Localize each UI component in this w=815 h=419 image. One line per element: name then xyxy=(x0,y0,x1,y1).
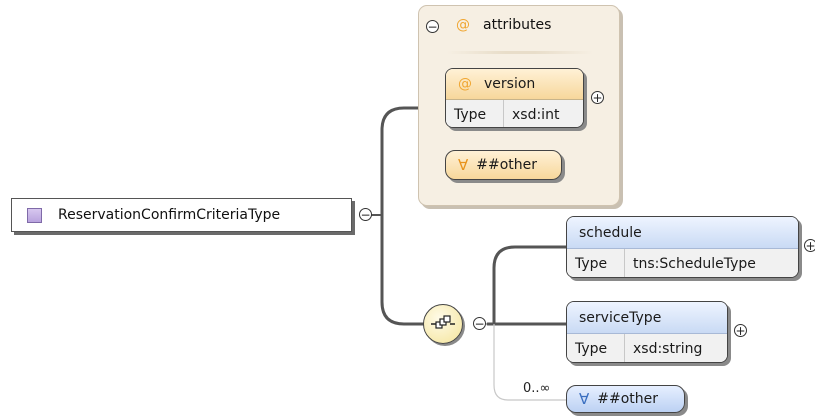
sequence-collapse-toggle[interactable]: − xyxy=(473,317,486,330)
element-schedule-header: schedule xyxy=(567,217,798,249)
attributes-title: attributes xyxy=(483,17,552,33)
element-schedule-name: schedule xyxy=(579,224,642,241)
attribute-version-expand-toggle[interactable]: + xyxy=(591,91,604,104)
element-servicetype-name: serviceType xyxy=(579,309,662,326)
plus-icon: + xyxy=(592,90,603,105)
attribute-version-name: version xyxy=(484,76,536,92)
any-attribute-label: ##other xyxy=(476,157,538,173)
element-servicetype-type-row: Type xsd:string xyxy=(567,334,727,362)
element-schedule-box[interactable]: schedule Type tns:ScheduleType xyxy=(566,216,799,278)
complex-type-icon xyxy=(27,207,42,223)
wildcard-icon: ∀ xyxy=(458,156,469,174)
attributes-branch-line xyxy=(380,106,420,217)
element-servicetype-box[interactable]: serviceType Type xsd:string xyxy=(566,301,728,363)
wildcard-occurrence-label: 0..∞ xyxy=(523,381,551,396)
element-schedule-expand-toggle[interactable]: + xyxy=(804,239,815,252)
root-collapse-toggle[interactable]: − xyxy=(359,208,372,221)
element-servicetype-expand-toggle[interactable]: + xyxy=(734,324,747,337)
type-key-label: Type xyxy=(567,249,625,277)
type-value-label: tns:ScheduleType xyxy=(633,255,756,272)
minus-icon: − xyxy=(427,19,438,34)
attribute-version-header: @ version xyxy=(446,69,583,100)
type-value-label: xsd:string xyxy=(633,340,703,357)
seq-to-schedule-line xyxy=(486,245,568,326)
attribute-at-icon: @ xyxy=(458,76,472,92)
type-value-label: xsd:int xyxy=(512,106,560,123)
any-element-wildcard[interactable]: ∀ ##other xyxy=(566,385,685,413)
sequence-compositor[interactable] xyxy=(423,304,463,344)
attribute-version-box[interactable]: @ version Type xsd:int xyxy=(445,68,584,128)
any-element-label: ##other xyxy=(597,391,659,407)
sequence-icon xyxy=(431,315,455,329)
attributes-collapse-toggle[interactable]: − xyxy=(426,20,439,33)
minus-icon: − xyxy=(360,207,371,222)
attribute-at-icon: @ xyxy=(456,17,470,33)
any-attribute-wildcard[interactable]: ∀ ##other xyxy=(445,150,562,180)
sequence-branch-line xyxy=(380,213,425,326)
plus-icon: + xyxy=(805,238,815,253)
element-servicetype-header: serviceType xyxy=(567,302,727,334)
plus-icon: + xyxy=(735,323,746,338)
type-key-label: Type xyxy=(567,334,625,362)
type-key-label: Type xyxy=(446,100,504,127)
root-type-box[interactable]: ReservationConfirmCriteriaType xyxy=(11,198,352,232)
element-schedule-type-row: Type tns:ScheduleType xyxy=(567,249,798,277)
attribute-version-type-row: Type xsd:int xyxy=(446,100,583,127)
attributes-separator xyxy=(447,51,593,54)
seq-to-wildcard-line xyxy=(493,324,566,401)
wildcard-icon: ∀ xyxy=(579,390,590,408)
minus-icon: − xyxy=(474,316,485,331)
root-type-label: ReservationConfirmCriteriaType xyxy=(58,207,281,223)
